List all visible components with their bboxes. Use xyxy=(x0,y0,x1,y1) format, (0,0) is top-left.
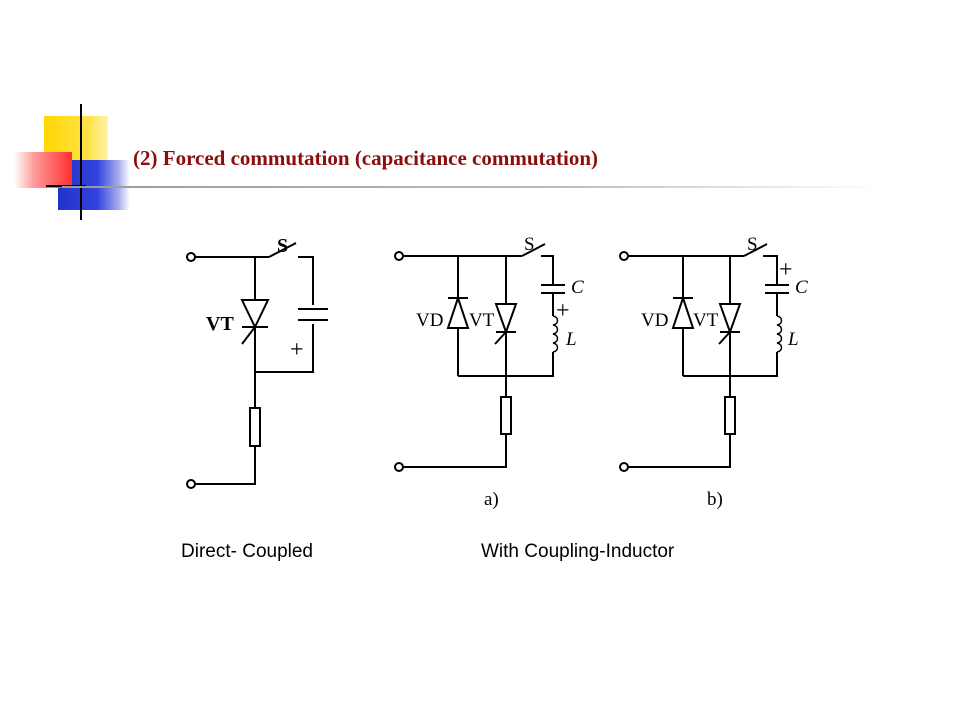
inductor-label: L xyxy=(787,329,799,350)
thyristor-gate xyxy=(494,331,507,345)
diode-label: VD xyxy=(641,310,668,331)
terminal-top xyxy=(619,251,629,261)
sublabel-b: b) xyxy=(707,489,723,510)
wire xyxy=(683,352,778,377)
slide-title: (2) Forced commutation (capacitance comm… xyxy=(133,146,599,170)
sublabel-a: a) xyxy=(484,489,499,510)
deco-vertical-line xyxy=(80,104,82,220)
capacitor-label: C xyxy=(795,277,808,298)
switch-blade xyxy=(743,243,768,257)
diode-symbol xyxy=(671,294,695,329)
circuit-direct-coupled: S VT + xyxy=(186,235,328,489)
capacitor-polarity: + xyxy=(556,298,570,324)
switch-label: S xyxy=(524,234,535,255)
thyristor-symbol xyxy=(494,303,518,335)
title-underline xyxy=(62,186,882,188)
load-resistor xyxy=(724,396,736,435)
inductor-coil xyxy=(776,315,783,353)
deco-red-block xyxy=(14,152,72,188)
inductor-label: L xyxy=(565,329,577,350)
load-resistor xyxy=(500,396,512,435)
wire xyxy=(255,324,314,373)
switch-label: S xyxy=(747,234,758,255)
wire xyxy=(195,446,256,485)
thyristor-gate xyxy=(241,326,256,345)
terminal-top xyxy=(186,252,196,262)
terminal-bottom xyxy=(394,462,404,472)
thyristor-symbol xyxy=(718,303,742,335)
switch-blade xyxy=(268,242,297,258)
caption-direct-coupled: Direct- Coupled xyxy=(181,541,313,562)
wire xyxy=(628,434,731,468)
capacitor-label: C xyxy=(571,277,584,298)
terminal-top xyxy=(394,251,404,261)
thyristor-label: VT xyxy=(206,313,234,335)
wire xyxy=(763,255,778,285)
capacitor-polarity: + xyxy=(290,337,304,363)
circuit-b: S VD VT C + L b) xyxy=(619,234,808,510)
capacitor-polarity: + xyxy=(779,257,793,283)
wire xyxy=(458,352,554,377)
switch-blade xyxy=(521,243,546,257)
inductor-coil xyxy=(552,315,559,353)
terminal-bottom xyxy=(619,462,629,472)
diode-symbol xyxy=(446,294,470,329)
circuit-a: S VD VT C + L a) xyxy=(394,234,584,510)
terminal-bottom xyxy=(186,479,196,489)
wire xyxy=(541,255,554,285)
diode-label: VD xyxy=(416,310,443,331)
wire xyxy=(298,256,314,305)
thyristor-label: VT xyxy=(469,310,495,331)
load-resistor xyxy=(249,407,261,447)
switch-label: S xyxy=(277,235,288,257)
wire xyxy=(403,434,507,468)
thyristor-gate xyxy=(718,331,731,345)
caption-coupling-inductor: With Coupling-Inductor xyxy=(481,541,675,562)
thyristor-symbol xyxy=(240,299,270,330)
thyristor-label: VT xyxy=(693,310,719,331)
